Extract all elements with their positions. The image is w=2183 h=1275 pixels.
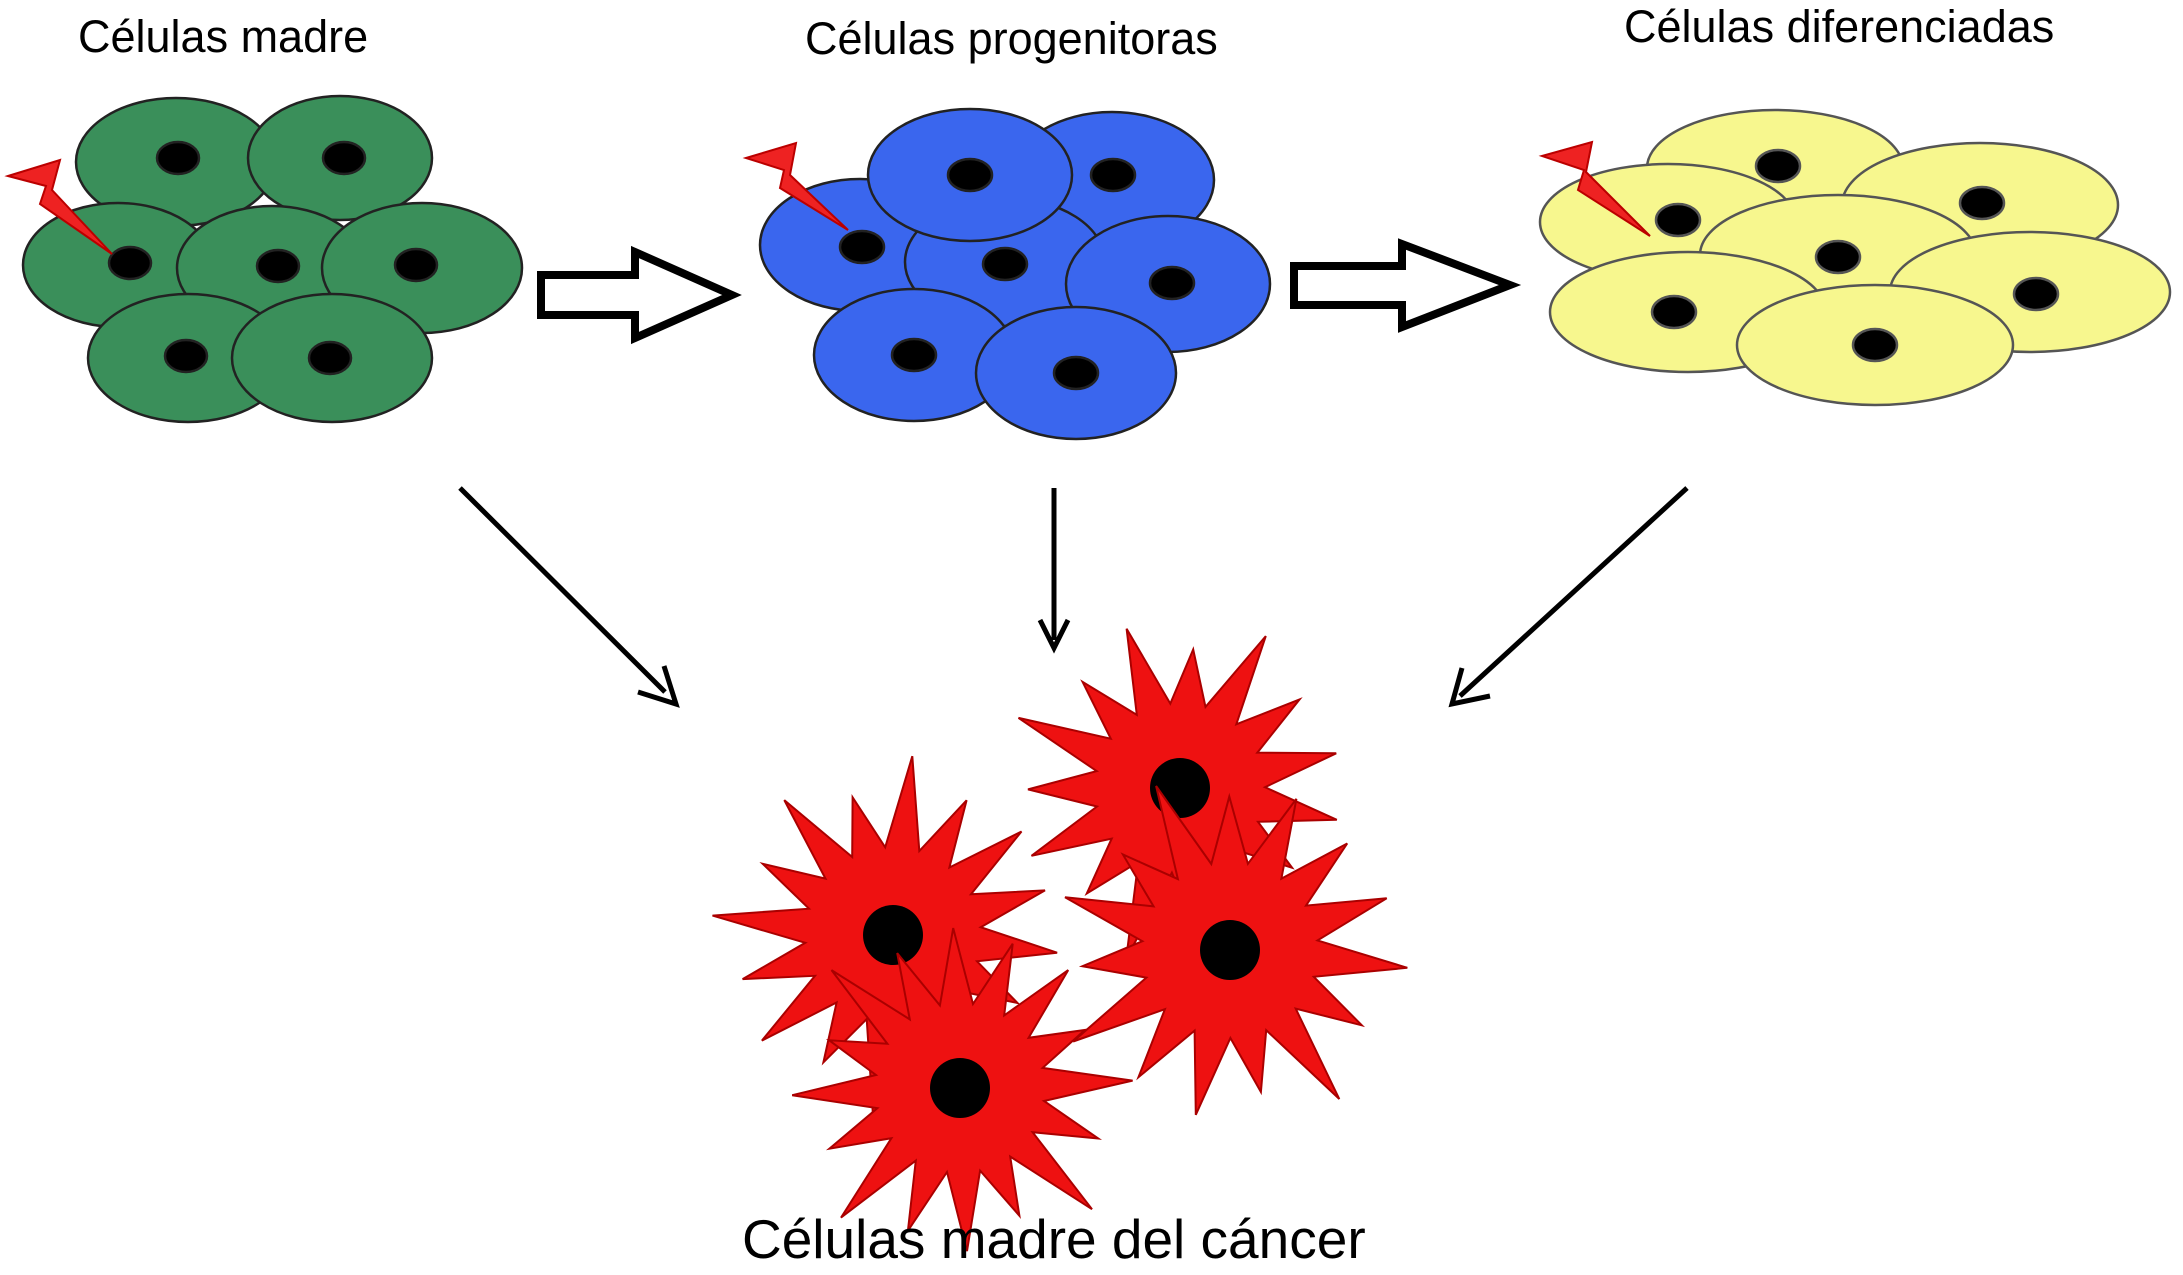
nucleus [981,246,1029,282]
differentiated-cells-label: Células diferenciadas [1624,1,2055,52]
nucleus [1200,920,1260,980]
nucleus [1052,355,1100,391]
progenitor-cell-cluster [758,107,1272,441]
nucleus [1150,758,1210,818]
nucleus [930,1058,990,1118]
nucleus [255,248,301,284]
nucleus [1148,265,1196,301]
nucleus [1654,202,1702,238]
nucleus [107,245,153,281]
nucleus [393,247,439,283]
progenitor-cell [866,107,1074,243]
nucleus [307,340,353,376]
nucleus [1754,148,1802,184]
nucleus [1814,239,1862,275]
line-arrow-icon [1448,486,1689,708]
nucleus [946,157,994,193]
stem-cell-cluster [21,94,524,424]
line-arrow-icon [458,486,680,708]
nucleus [321,140,367,176]
differentiated-cell-cluster [1538,108,2172,407]
nucleus [2012,276,2060,312]
line-arrow-icon [1037,488,1071,654]
nucleus [890,337,938,373]
stem-cells-label: Células madre [78,11,369,62]
cancer-stem-cells-label: Células madre del cáncer [742,1208,1366,1270]
nucleus [155,140,201,176]
hollow-right-arrow-icon [1290,238,1522,333]
stem-cell [246,94,434,222]
cancer-stem-cell [1064,785,1408,1116]
hollow-right-arrow-icon [537,245,742,345]
stem-cell [230,292,434,424]
differentiated-cell [1735,283,2015,407]
nucleus [863,905,923,965]
lightning-bolt-icon [4,158,113,255]
lightning-bolt-icon [742,141,849,231]
nucleus [1650,294,1698,330]
progenitor-cell [812,287,1016,423]
nucleus [1958,185,2006,221]
progenitor-cell [974,305,1178,441]
stem-cell [86,292,290,424]
nucleus [163,338,209,374]
cancer-stem-cell-cluster [712,628,1408,1252]
lightning-bolt-icon [1538,140,1651,237]
nucleus [1089,157,1137,193]
nucleus [838,229,886,265]
nucleus [1851,327,1899,363]
progenitor-cells-label: Células progenitoras [805,13,1218,64]
cancer-stem-cell [791,927,1133,1252]
